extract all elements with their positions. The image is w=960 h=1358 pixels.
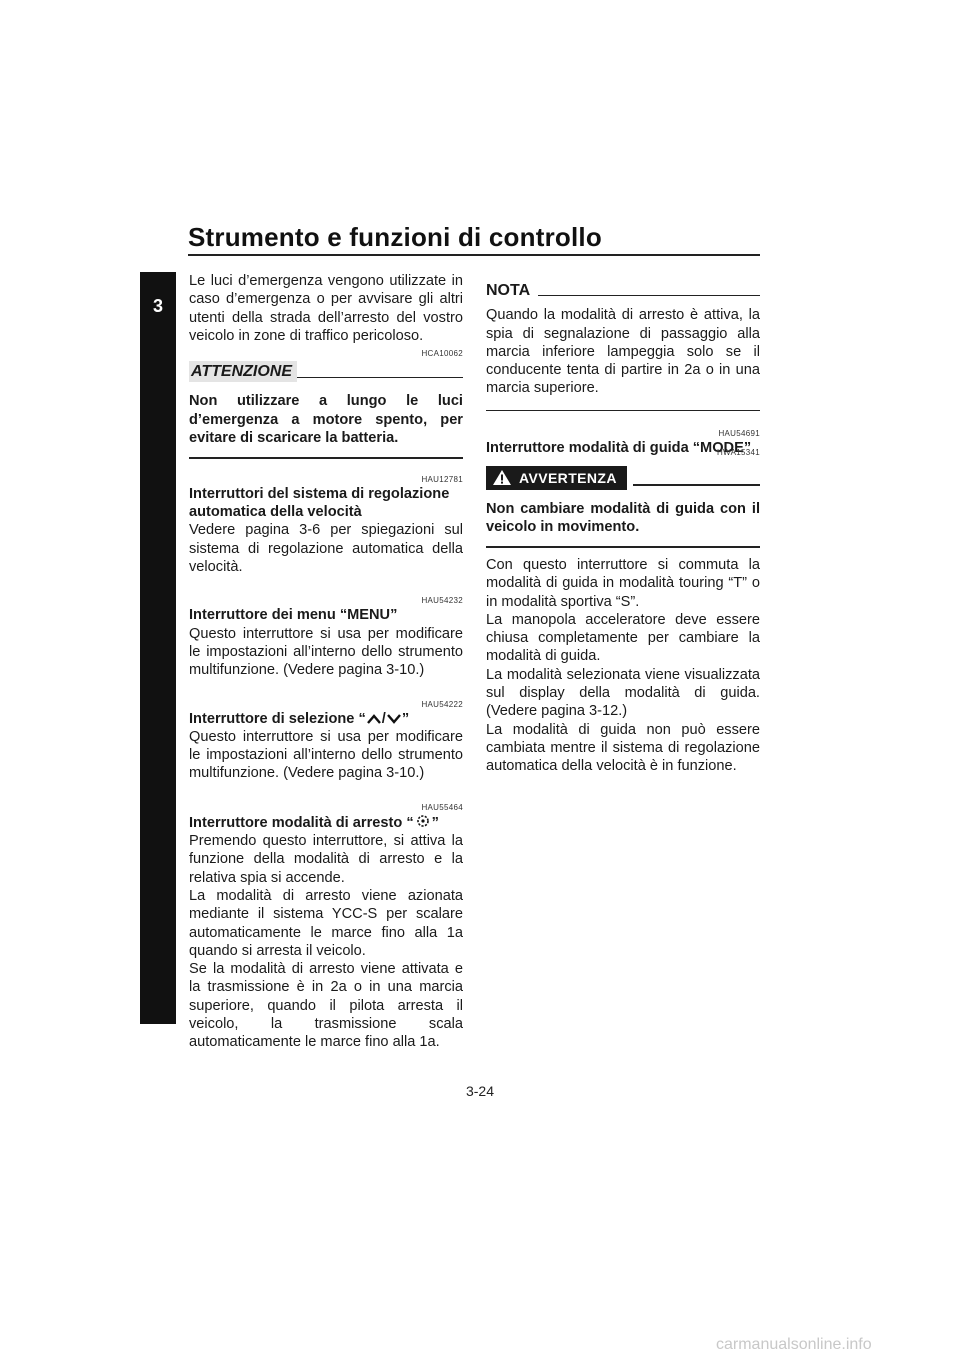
nota-label: NOTA xyxy=(486,282,531,299)
warning-code: HWA15341 xyxy=(716,448,760,457)
right-column: NOTA Quando la modalità di arresto è att… xyxy=(486,272,760,776)
chevron-down-icon xyxy=(386,713,401,724)
mode-text-2: La manopola acceleratore deve essere chi… xyxy=(486,611,760,665)
nota-header: NOTA xyxy=(486,282,760,300)
attention-header: ATTENZIONE xyxy=(189,361,463,383)
menu-switch-text: Questo interruttore si usa per modificar… xyxy=(189,625,463,679)
warning-text: Non cambiare modalità di guida con il ve… xyxy=(486,500,760,536)
warning-label: AVVERTENZA xyxy=(519,469,617,486)
attention-text: Non utilizzare a lungo le luci d’emergen… xyxy=(189,393,463,447)
watermark: carmanualsonline.info xyxy=(716,1336,872,1353)
section-code: HAU55464 xyxy=(421,802,463,812)
title-rule xyxy=(188,254,760,256)
attention-rule xyxy=(297,376,463,379)
mode-switch-heading: Interruttore modalità di guida “MODE” xyxy=(486,440,752,457)
stop-mode-text-1: Premendo questo interruttore, si attiva … xyxy=(189,833,463,886)
warning-end-rule xyxy=(486,546,760,548)
stop-mode-gear-icon xyxy=(416,814,429,827)
nota-text: Quando la modalità di arresto è attiva, … xyxy=(486,307,760,397)
warning-label-box: AVVERTENZA xyxy=(486,465,627,490)
chevron-up-icon xyxy=(366,713,381,724)
hazard-intro: Le luci d’emergenza vengono utilizzate i… xyxy=(189,273,463,344)
page-number: 3-24 xyxy=(465,1083,495,1099)
stop-mode-text-3: Se la modalità di arresto viene attivata… xyxy=(189,961,463,1051)
attention-end-rule xyxy=(189,457,463,459)
left-column: Le luci d’emergenza vengono utilizzate i… xyxy=(189,272,463,1052)
nota-rule xyxy=(538,294,760,297)
mode-text-1: Con questo interruttore si commuta la mo… xyxy=(486,556,760,610)
attention-label: ATTENZIONE xyxy=(189,361,298,383)
mode-text-4: La modalità di guida non può essere camb… xyxy=(486,721,760,775)
page-title: Strumento e funzioni di controllo xyxy=(188,222,602,252)
select-switch-text: Questo interruttore si usa per modificar… xyxy=(189,728,463,782)
warning-triangle-icon xyxy=(493,470,511,486)
stop-mode-heading: Interruttore modalità di arresto “” xyxy=(189,814,439,831)
nota-end-rule xyxy=(486,409,760,412)
select-switch-heading: Interruttore di selezione “/” xyxy=(189,710,410,727)
section-code: HAU54691 xyxy=(718,429,760,439)
stop-mode-text-2: La modalità di arresto viene azionata me… xyxy=(189,887,463,959)
attention-code: HCA10062 xyxy=(421,349,463,359)
chapter-number: 3 xyxy=(152,296,163,316)
section-code: HAU54222 xyxy=(421,699,463,709)
section-code: HAU54232 xyxy=(421,596,463,606)
chapter-tab xyxy=(140,272,176,1024)
mode-text-3: La modalità selezionata viene visualizza… xyxy=(486,666,760,720)
warning-header: AVVERTENZA xyxy=(486,465,760,490)
menu-switch-heading: Interruttore dei menu “MENU” xyxy=(189,607,398,624)
section-code: HAU12781 xyxy=(421,474,463,484)
cruise-control-heading: Interruttori del sistema di regolazione … xyxy=(189,485,450,521)
cruise-control-text: Vedere pagina 3-6 per spiegazioni sul si… xyxy=(189,522,463,576)
warning-rule xyxy=(632,484,760,486)
